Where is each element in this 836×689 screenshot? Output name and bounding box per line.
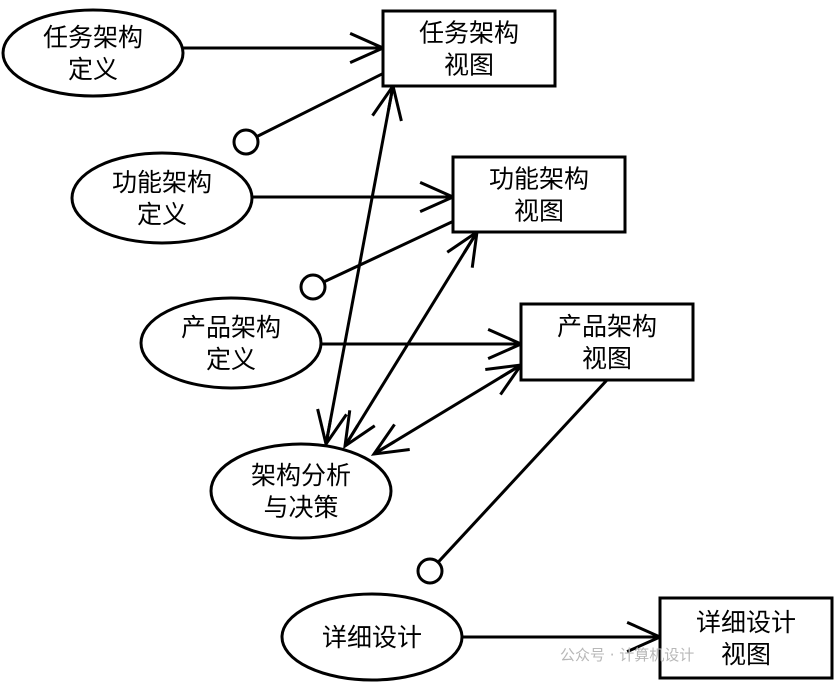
link-line: [437, 378, 609, 564]
node-label: 任务架构: [43, 23, 143, 52]
ellipse-shape: [209, 442, 393, 540]
node-label: 产品架构: [557, 312, 657, 341]
arrow-arch-analysis-to-function-arch-view: [343, 228, 479, 450]
link-line: [256, 68, 391, 138]
arrowhead: [343, 410, 376, 450]
node-label: 任务架构: [419, 19, 519, 48]
ellipse-shape: [1, 8, 185, 98]
node-label: 定义: [137, 200, 187, 229]
link-ball: [299, 273, 327, 301]
diagram-nodes: 任务架构定义功能架构定义产品架构定义架构分析与决策详细设计任务架构视图功能架构视…: [1, 8, 834, 682]
node-label: 详细设计: [322, 623, 422, 652]
node-label: 视图: [444, 51, 494, 80]
arrow-function-arch-def-to-function-arch-view: [252, 180, 457, 214]
arrow-arch-analysis-to-product-arch-view: [370, 363, 525, 456]
box-shape: [381, 9, 557, 88]
node-label: 定义: [206, 345, 256, 374]
link-product-arch-def-to-function-arch-view: [299, 218, 457, 301]
arrow-line: [373, 363, 522, 456]
node-label: 产品架构: [181, 313, 281, 342]
link-detailed-design-to-product-arch-view: [416, 378, 609, 585]
box-shape: [451, 155, 627, 234]
arrowhead: [485, 363, 525, 396]
ellipse-shape: [139, 296, 323, 390]
arrowhead: [370, 423, 410, 456]
diagram-edges: [183, 31, 664, 654]
arrow-line: [343, 231, 479, 447]
node-label: 视图: [582, 344, 632, 373]
arrowhead: [446, 228, 479, 268]
link-line: [323, 218, 457, 284]
node-label: 视图: [514, 197, 564, 226]
ellipse-detailed-design: 详细设计: [280, 592, 464, 682]
watermark-text: 公众号 · 计算机设计: [560, 646, 694, 664]
link-function-arch-def-to-mission-arch-view: [232, 68, 391, 156]
node-label: 与决策: [263, 493, 338, 522]
box-shape: [658, 596, 834, 680]
arrow-product-arch-def-to-product-arch-view: [321, 327, 525, 361]
node-label: 详细设计: [696, 608, 796, 637]
ellipse-shape: [280, 592, 464, 682]
arrow-mission-arch-def-to-mission-arch-view: [183, 31, 387, 65]
node-label: 定义: [68, 55, 118, 84]
arrowhead: [316, 408, 348, 448]
node-label: 视图: [721, 640, 771, 669]
link-ball: [232, 128, 260, 156]
node-label: 功能架构: [489, 165, 589, 194]
ellipse-shape: [70, 151, 254, 245]
node-label: 架构分析: [251, 461, 351, 490]
node-label: 功能架构: [112, 168, 212, 197]
box-shape: [519, 302, 695, 382]
link-ball: [416, 557, 444, 585]
